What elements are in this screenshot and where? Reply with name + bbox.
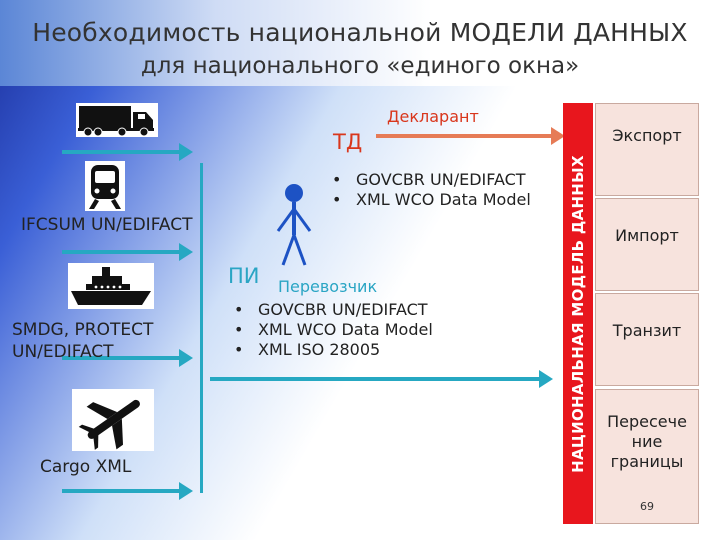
carrier-label: Перевозчик [278,277,378,296]
truck-arrow [62,143,193,161]
title-bar [0,0,720,86]
page-number: 69 [640,500,654,513]
train-icon [85,161,125,211]
carrier-standards: GOVCBR UN/EDIFACT XML WCO Data Model XML… [230,300,433,360]
import-label: Импорт [615,226,679,245]
person-icon [270,183,318,271]
rail-standard-label: IFCSUM UN/EDIFACT [21,215,193,235]
carrier-code: ПИ [228,264,260,288]
list-item: XML WCO Data Model [230,320,433,340]
national-data-model-bar: НАЦИОНАЛЬНАЯ МОДЕЛЬ ДАННЫХ [563,103,593,524]
connector-line [200,163,203,493]
air-standard-label: Cargo XML [40,457,132,477]
export-box: Экспорт [595,103,699,196]
list-item: XML WCO Data Model [328,190,531,210]
list-item: GOVCBR UN/EDIFACT [230,300,433,320]
declarant-label: Декларант [387,107,479,126]
transit-box: Транзит [595,293,699,386]
import-box: Импорт [595,198,699,291]
list-item: GOVCBR UN/EDIFACT [328,170,531,190]
list-item: XML ISO 28005 [230,340,433,360]
carrier-arrow [210,370,553,388]
air-arrow [62,482,193,500]
national-data-model-label: НАЦИОНАЛЬНАЯ МОДЕЛЬ ДАННЫХ [569,154,588,473]
page-title: Необходимость национальной МОДЕЛИ ДАННЫХ [32,18,688,47]
declarant-code: ТД [333,130,363,154]
declarant-standards: GOVCBR UN/EDIFACT XML WCO Data Model [328,170,531,210]
page-subtitle: для национального «единого окна» [140,53,580,79]
sea-standard-label-2: UN/EDIFACT [12,342,114,362]
declarant-arrow [376,127,565,145]
transit-label: Транзит [612,321,682,340]
airplane-icon [72,389,154,451]
ship-arrow [62,349,193,367]
border-crossing-label: Пересече ние границы [607,412,687,471]
border-crossing-box: Пересече ние границы [595,389,699,524]
ship-icon [68,263,154,309]
train-arrow [62,243,193,261]
export-label: Экспорт [612,126,682,145]
truck-icon [76,103,158,137]
sea-standard-label-1: SMDG, PROTECT [12,320,154,340]
